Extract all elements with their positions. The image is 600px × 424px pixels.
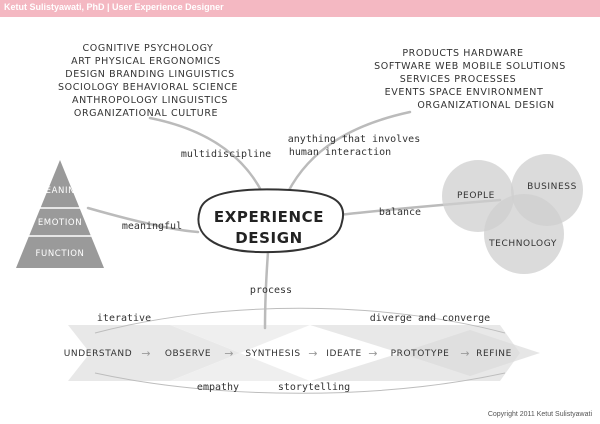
process-step-refine: REFINE — [476, 349, 512, 359]
interaction-line: PRODUCTS HARDWARE — [402, 48, 523, 59]
process-annotations: iterative diverge and converge empathy s… — [97, 313, 490, 393]
center-node: EXPERIENCE DESIGN — [197, 188, 345, 254]
branch-line-multidiscipline — [148, 116, 264, 194]
branch-line-interaction — [286, 110, 412, 194]
annotation-storytelling: storytelling — [278, 382, 350, 393]
discipline-line: ANTHROPOLOGY LINGUISTICS — [72, 95, 228, 106]
discipline-line: SOCIOLOGY BEHAVIORAL SCIENCE — [58, 82, 238, 93]
process-steps: UNDERSTAND OBSERVE SYNTHESIS IDEATE PROT… — [64, 349, 512, 359]
venn-label-technology: TECHNOLOGY — [488, 239, 557, 249]
process-step-ideate: IDEATE — [326, 349, 362, 359]
discipline-line: DESIGN BRANDING LINGUISTICS — [65, 69, 234, 80]
discipline-line: COGNITIVE PSYCHOLOGY — [83, 43, 214, 54]
process-step-synthesis: SYNTHESIS — [245, 349, 300, 359]
branch-label-meaningful: meaningful — [122, 221, 182, 232]
process-band — [68, 307, 540, 394]
venn-label-business: BUSINESS — [527, 182, 577, 192]
venn-circle-technology — [484, 194, 564, 274]
process-arrows: → → → → → — [141, 347, 469, 360]
interaction-line: EVENTS SPACE ENVIRONMENT — [385, 87, 544, 98]
annotation-iterative: iterative — [97, 313, 151, 324]
venn-label-people: PEOPLE — [457, 191, 495, 201]
pyramid-level-emotion: EMOTION — [38, 218, 82, 228]
process-step-prototype: PROTOTYPE — [391, 349, 450, 359]
iteration-loop — [94, 307, 506, 334]
band-shape-left — [68, 325, 240, 381]
process-arrow: → — [141, 347, 150, 360]
process-step-observe: OBSERVE — [165, 349, 211, 359]
pyramid-level-meaning: MEANING — [38, 186, 83, 196]
process-step-understand: UNDERSTAND — [64, 349, 133, 359]
interaction-line: SERVICES PROCESSES — [400, 74, 516, 85]
pyramid-level-function: FUNCTION — [36, 249, 85, 259]
center-title-line1: EXPERIENCE — [214, 208, 324, 226]
branch-label-balance: balance — [379, 207, 421, 218]
iteration-loop-2 — [94, 372, 506, 394]
branch-label-interaction-2: human interaction — [289, 147, 391, 158]
branch-label-interaction-1: anything that involves — [288, 134, 420, 145]
discipline-line: ART PHYSICAL ERGONOMICS — [71, 56, 221, 67]
branch-label-process: process — [250, 285, 292, 296]
process-arrow: → — [460, 347, 469, 360]
meaning-pyramid: MEANING EMOTION FUNCTION — [16, 160, 104, 268]
pyramid-shape — [16, 160, 104, 268]
interactions-cloud: PRODUCTS HARDWARE SOFTWARE WEB MOBILE SO… — [374, 48, 566, 111]
branch-line-meaningful — [86, 206, 200, 234]
process-arrow: → — [308, 347, 317, 360]
band-shape-diamond — [400, 330, 540, 376]
disciplines-cloud: COGNITIVE PSYCHOLOGY ART PHYSICAL ERGONO… — [58, 43, 238, 119]
band-shape-middle — [170, 325, 310, 381]
interaction-line: ORGANIZATIONAL DESIGN — [417, 100, 554, 111]
annotation-diverge-converge: diverge and converge — [370, 313, 490, 324]
interaction-line: SOFTWARE WEB MOBILE SOLUTIONS — [374, 61, 566, 72]
discipline-line: ORGANIZATIONAL CULTURE — [74, 108, 218, 119]
venn-diagram: PEOPLE BUSINESS TECHNOLOGY — [442, 154, 583, 274]
branch-lines — [86, 110, 502, 330]
copyright-notice: Copyright 2011 Ketut Sulistyawati — [487, 411, 592, 418]
branch-line-process — [263, 250, 270, 330]
process-arrow: → — [368, 347, 377, 360]
center-title-line2: DESIGN — [235, 229, 303, 247]
header-bar: Ketut Sulistyawati, PhD | User Experienc… — [0, 0, 600, 17]
annotation-empathy: empathy — [197, 382, 239, 393]
process-arrow: → — [224, 347, 233, 360]
branch-label-multidiscipline: multidiscipline — [181, 149, 271, 160]
center-blob — [197, 188, 345, 254]
header-title: Ketut Sulistyawati, PhD | User Experienc… — [4, 2, 224, 12]
